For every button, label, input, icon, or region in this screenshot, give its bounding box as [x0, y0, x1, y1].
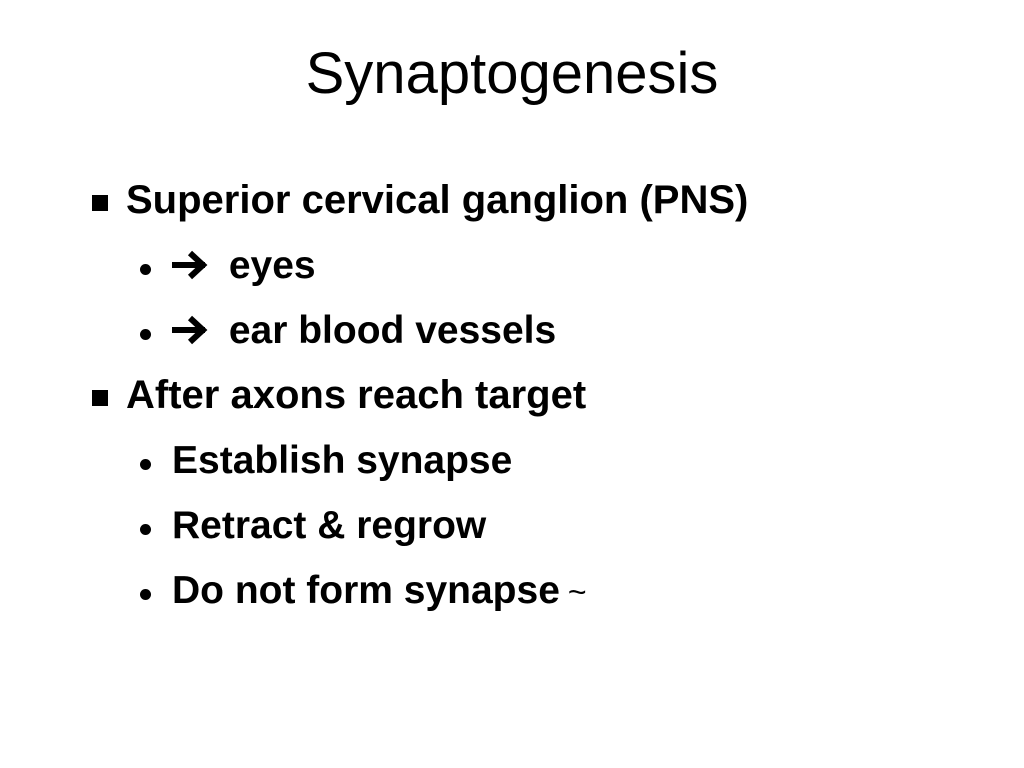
square-bullet-icon — [92, 195, 108, 211]
sub-bullet-item: Do not form synapse~ — [90, 558, 990, 623]
bullet-item: Superior cervical ganglion (PNS) — [90, 168, 990, 233]
bullet-list: Superior cervical ganglion (PNS) eyes ea… — [90, 168, 990, 623]
dot-bullet-icon — [140, 264, 151, 275]
tilde-suffix: ~ — [567, 574, 587, 610]
sub-bullet-text: eyes — [228, 244, 316, 287]
sub-bullet-item: ear blood vessels — [90, 298, 990, 363]
square-bullet-icon — [92, 390, 108, 406]
bullet-text: After axons reach target — [126, 373, 587, 417]
dot-bullet-icon — [140, 329, 151, 340]
bullet-text: Superior cervical ganglion (PNS) — [126, 178, 749, 222]
sub-bullet-text: Do not form synapse — [172, 569, 560, 612]
dot-bullet-icon — [140, 589, 151, 600]
sub-bullet-item: eyes — [90, 233, 990, 298]
dot-bullet-icon — [140, 524, 151, 535]
sub-bullet-item: Retract & regrow — [90, 493, 990, 558]
sub-bullet-item: Establish synapse — [90, 428, 990, 493]
bullet-item: After axons reach target — [90, 363, 990, 428]
slide-title: Synaptogenesis — [305, 41, 719, 106]
sub-bullet-text: Establish synapse — [172, 439, 513, 482]
sub-bullet-text: ear blood vessels — [228, 309, 557, 352]
sub-bullet-text: Retract & regrow — [172, 504, 487, 547]
right-arrow-icon — [172, 250, 208, 279]
dot-bullet-icon — [140, 459, 151, 470]
right-arrow-icon — [172, 315, 208, 344]
